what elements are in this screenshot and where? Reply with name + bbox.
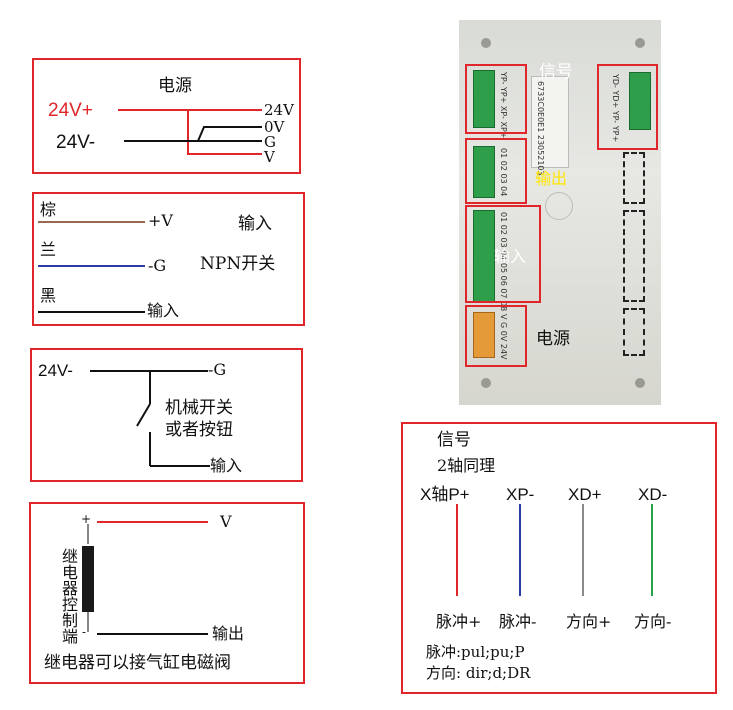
- controller-photo: 6733C0E0E1 23052103 YP- YP+ XP- XP+ 01 0…: [459, 20, 661, 405]
- npn-box: [32, 192, 305, 326]
- photo-input-label: 输入: [494, 249, 527, 266]
- npn-input-label: 输入: [238, 214, 272, 234]
- power-terminal: [473, 312, 495, 358]
- footer-pulse-minus: 脉冲-: [499, 612, 537, 631]
- minus-g-label: -G: [148, 256, 167, 275]
- power-box: [32, 58, 301, 174]
- plus-v-label: +V: [148, 211, 173, 230]
- photo-power-label: 电源: [536, 329, 570, 348]
- screw-icon: [635, 38, 645, 48]
- mech-minus-g-label: -G: [208, 360, 227, 379]
- empty-slot: [623, 308, 645, 356]
- screw-icon: [481, 378, 491, 388]
- mech-switch-line2: 或者按钮: [165, 420, 233, 440]
- signal-wires: [456, 504, 653, 596]
- npn-switch-label: NPN开关: [200, 254, 276, 274]
- footer-pulse-plus: 脉冲+: [436, 612, 482, 631]
- photo-output-box: [465, 138, 527, 204]
- relay-output-label: 输出: [212, 624, 245, 643]
- header-xp-minus: XP-: [506, 485, 535, 504]
- photo-input-box: [465, 205, 541, 303]
- npn-wires: [38, 221, 145, 313]
- pulse-aliases: 脉冲:pul;pu;P: [426, 643, 525, 661]
- mech-switch-box: [30, 348, 303, 482]
- npn-bottom-input-label: 输入: [147, 301, 180, 320]
- header-xd-plus: XD+: [568, 485, 602, 504]
- direction-aliases: 方向: dir;d;DR: [426, 664, 531, 682]
- screw-icon: [481, 38, 491, 48]
- signal-terminal-right: [629, 72, 651, 130]
- relay-box: [29, 502, 305, 684]
- relay-minus-label: -: [82, 625, 87, 639]
- screw-icon: [635, 378, 645, 388]
- relay-v-label: V: [220, 512, 232, 531]
- relay-wires: [82, 521, 208, 635]
- signal-box: [401, 422, 717, 694]
- relay-coil-label: 继电器控制端: [59, 548, 78, 644]
- terminal-v-label: V: [264, 148, 275, 166]
- terminal-24v-label: 24V: [264, 101, 294, 119]
- terminal-g-label: G: [264, 133, 276, 151]
- header-xd-minus: XD-: [638, 485, 668, 504]
- blue-wire-label: 兰: [40, 240, 57, 259]
- mech-24v-minus-label: 24V-: [38, 361, 73, 380]
- mech-input-label: 输入: [210, 456, 243, 475]
- header-x-pulse-plus: X轴P+: [420, 485, 470, 504]
- signal-subtitle: 2轴同理: [437, 456, 496, 475]
- mech-switch-line1: 机械开关: [165, 398, 233, 418]
- black-wire-label: 黑: [40, 286, 57, 305]
- relay-plus-label: +: [81, 512, 92, 526]
- footer-dir-plus: 方向+: [566, 612, 612, 631]
- photo-power-box: [465, 305, 527, 367]
- terminal-0v-label: 0V: [264, 118, 285, 136]
- power-24v-minus-label: 24V-: [56, 132, 96, 153]
- reset-hole: [545, 192, 573, 220]
- photo-signal-label: 信号: [539, 62, 573, 81]
- signal-terminal-left: [473, 70, 495, 128]
- power-24v-plus-label: 24V+: [48, 100, 93, 121]
- photo-signal-left-box: [465, 64, 527, 134]
- signal-title: 信号: [437, 430, 471, 450]
- serial-sticker: 6733C0E0E1 23052103: [531, 76, 569, 176]
- output-terminal: [473, 146, 495, 198]
- power-wires: [118, 109, 262, 155]
- relay-caption: 继电器可以接气缸电磁阀: [44, 653, 231, 673]
- footer-dir-minus: 方向-: [634, 612, 672, 631]
- photo-signal-right-box: [597, 64, 658, 150]
- empty-slot: [623, 152, 645, 204]
- mech-switch-wires: [90, 370, 210, 467]
- empty-slot: [623, 210, 645, 302]
- brown-wire-label: 棕: [40, 200, 57, 219]
- relay-coil: [82, 546, 94, 612]
- power-title: 电源: [158, 76, 192, 96]
- photo-output-label: 输出: [535, 171, 568, 188]
